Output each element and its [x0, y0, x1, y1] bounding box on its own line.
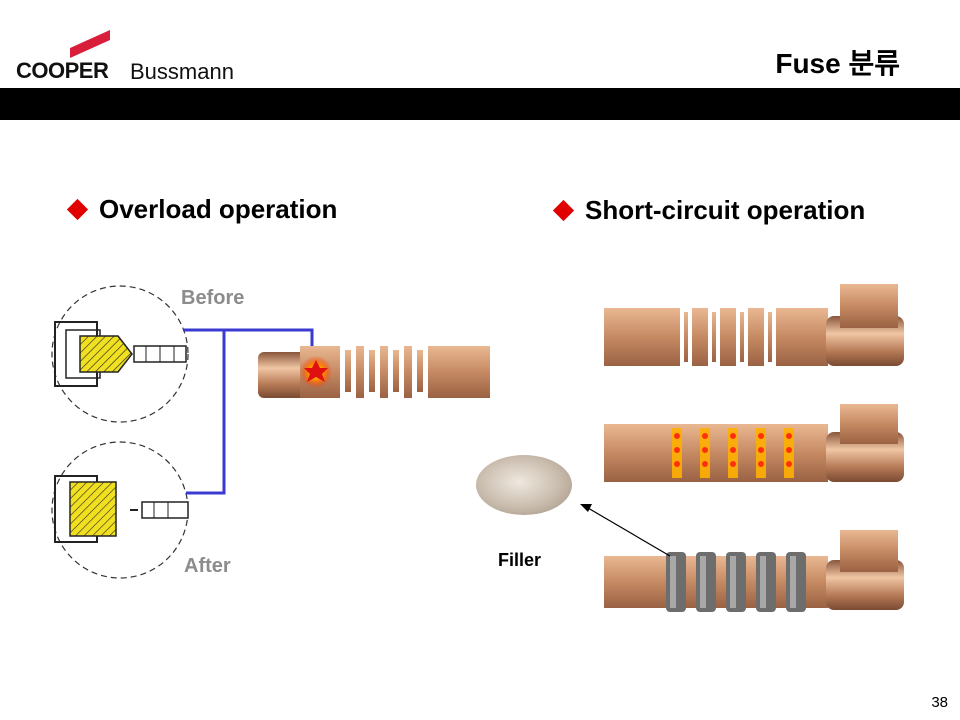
brand-logo-mark	[70, 30, 110, 58]
short-circuit-heading: Short-circuit operation	[552, 195, 865, 226]
brand-logo-cooper: COOPER	[16, 58, 109, 83]
short-circuit-fuse-2	[604, 404, 904, 482]
brand-logo-bussmann: Bussmann	[130, 59, 234, 84]
before-magnifier	[51, 285, 189, 423]
overload-heading: Overload operation	[66, 194, 337, 225]
after-label: After	[184, 555, 231, 577]
filler-sand-image	[472, 450, 578, 522]
short-circuit-fuse-1	[604, 284, 904, 370]
page-title: Fuse 분류	[775, 48, 900, 79]
overload-heading-text: Overload operation	[99, 194, 338, 224]
short-circuit-heading-text: Short-circuit operation	[585, 195, 866, 225]
header-bar	[0, 88, 960, 120]
filler-label: Filler	[498, 550, 542, 570]
short-circuit-fuse-3	[604, 530, 904, 612]
filler-pointer-arrow	[580, 504, 671, 557]
connector-lines	[184, 328, 314, 495]
page-number: 38	[931, 694, 948, 711]
overload-fuse-element	[258, 344, 490, 398]
before-label: Before	[181, 287, 245, 309]
after-magnifier	[51, 441, 189, 579]
